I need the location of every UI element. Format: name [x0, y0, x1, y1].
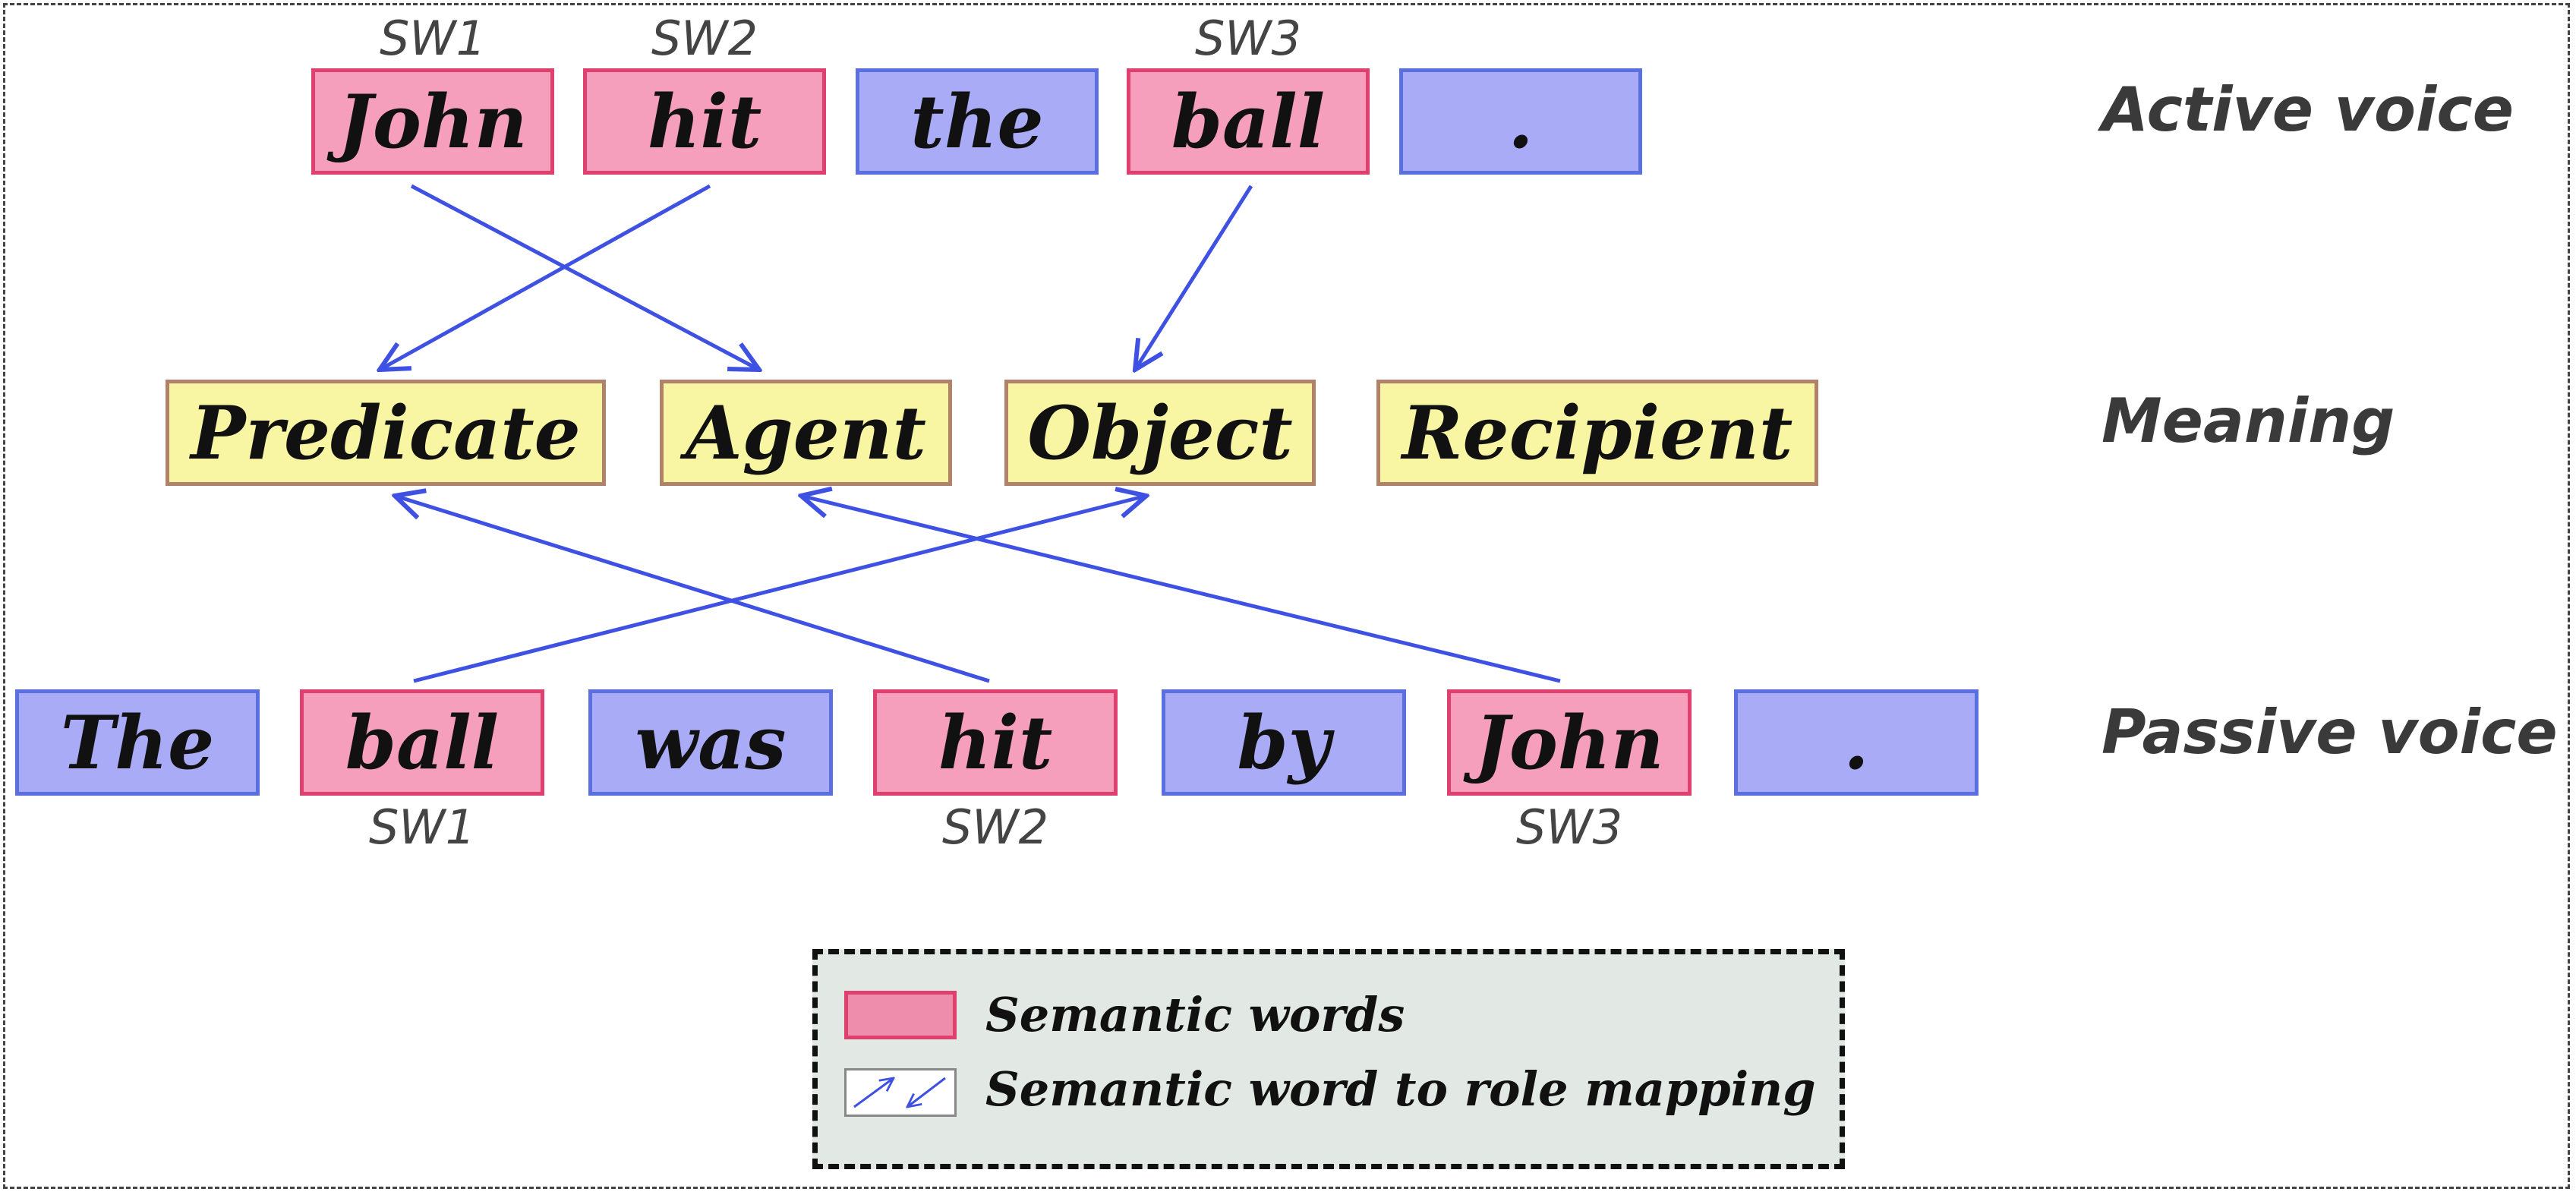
arrow-passive-hit-to-predicate [395, 496, 990, 683]
legend-semantic-word-swatch [844, 991, 957, 1039]
passive-word-by: by [1162, 689, 1406, 796]
passive-word-hit: hit [873, 689, 1118, 796]
legend-semantic-words-label: Semantic words [985, 987, 1405, 1042]
meaning-label: Meaning [2101, 386, 2395, 456]
arrow-john-to-agent [410, 184, 759, 370]
legend [812, 949, 1845, 1169]
arrow-ball-to-object [1135, 184, 1253, 370]
active-word-ball: ball [1127, 68, 1370, 175]
active-voice-label: Active voice [2101, 74, 2515, 145]
passive-sw1-label: SW1 [368, 799, 476, 855]
role-agent: Agent [660, 380, 952, 486]
role-recipient: Recipient [1376, 380, 1818, 486]
legend-mapping-icon [844, 1068, 957, 1117]
passive-word-john: John [1447, 689, 1692, 796]
arrow-passive-ball-to-object [413, 496, 1146, 683]
legend-mapping-label: Semantic word to role mapping [985, 1061, 1816, 1117]
arrow-hit-to-predicate [380, 184, 711, 370]
passive-sw3-label: SW3 [1515, 799, 1623, 855]
active-sw1-label: SW1 [379, 11, 487, 66]
passive-voice-label: Passive voice [2101, 697, 2558, 768]
passive-word-the: The [15, 689, 260, 796]
passive-word-period: . [1734, 689, 1979, 796]
role-predicate: Predicate [166, 380, 606, 486]
active-sw3-label: SW3 [1194, 11, 1302, 66]
diagram-frame [3, 3, 2570, 1189]
active-word-period: . [1399, 68, 1642, 175]
active-word-john: John [311, 68, 554, 175]
passive-word-was: was [588, 689, 833, 796]
active-word-hit: hit [583, 68, 826, 175]
active-word-the: the [856, 68, 1099, 175]
passive-sw2-label: SW2 [941, 799, 1049, 855]
role-object: Object [1004, 380, 1316, 486]
passive-word-ball: ball [300, 689, 544, 796]
active-sw2-label: SW2 [651, 11, 758, 66]
arrow-passive-john-to-agent [801, 496, 1561, 683]
